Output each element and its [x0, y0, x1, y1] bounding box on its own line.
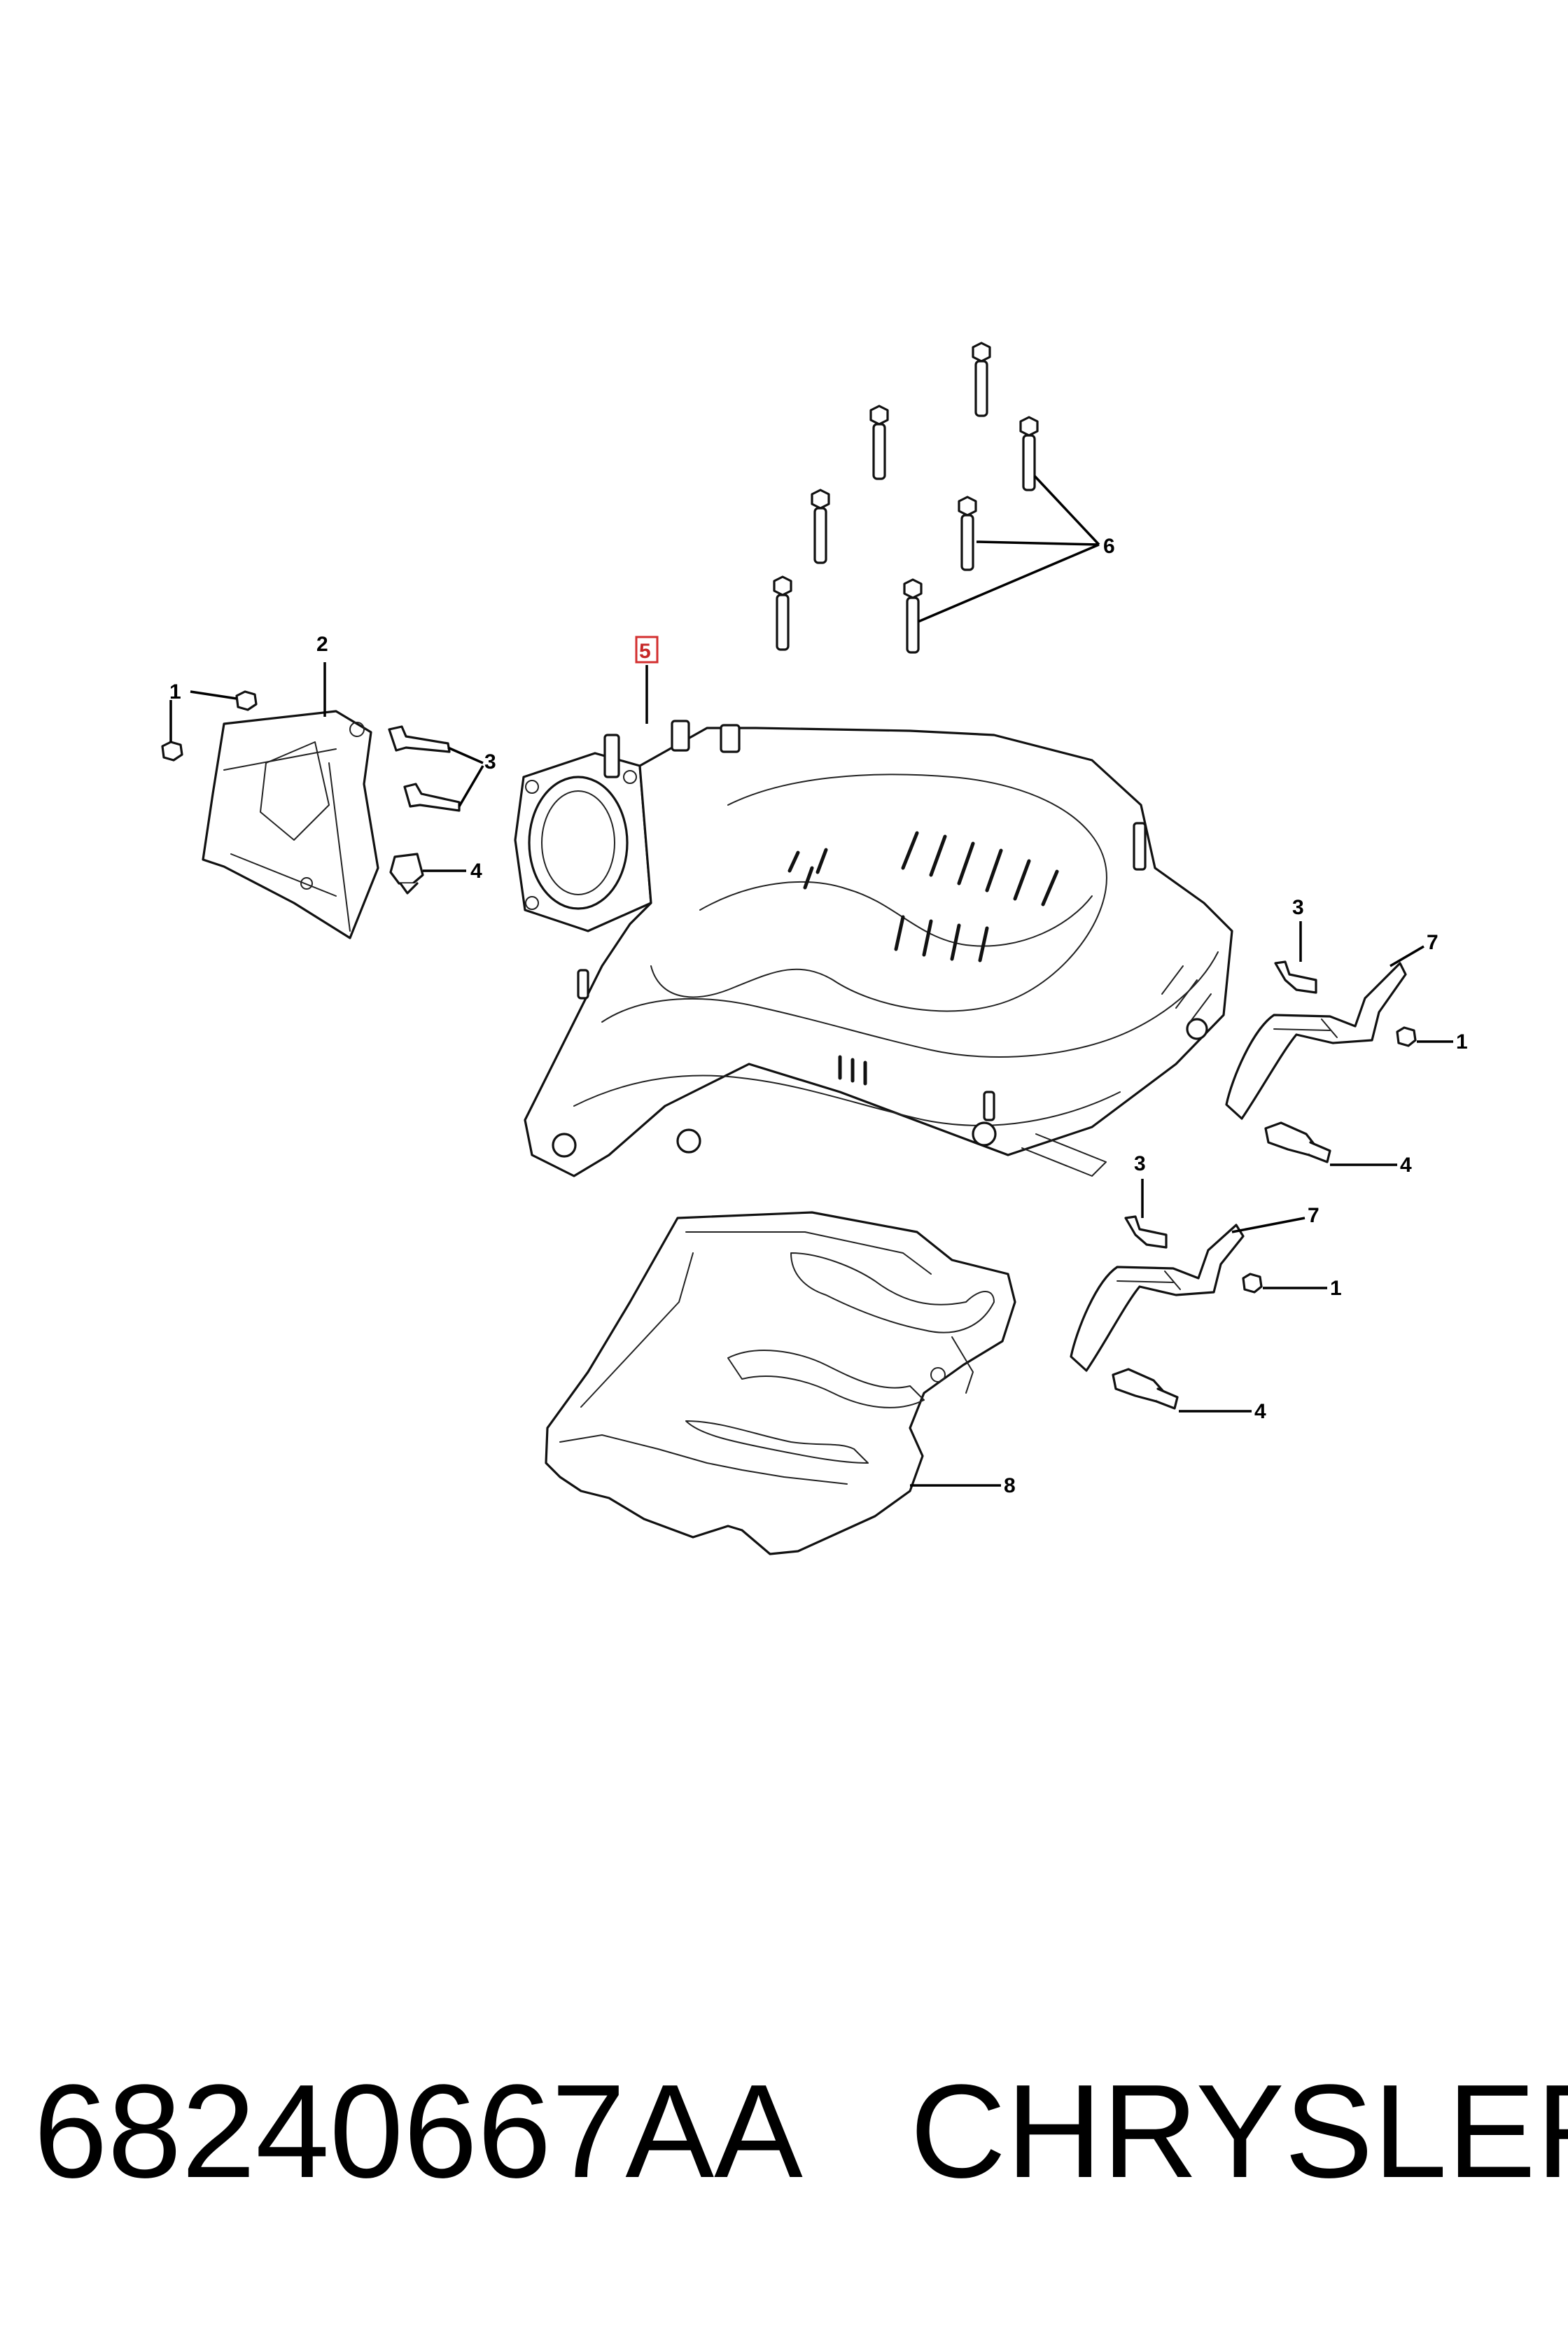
callout-7b: 7 [1308, 1204, 1320, 1227]
callout-2: 2 [316, 633, 328, 656]
bolt [811, 489, 830, 564]
stud [1274, 960, 1317, 994]
leader-7a [1390, 945, 1424, 967]
callout-8: 8 [1004, 1474, 1016, 1497]
callout-1a: 1 [169, 680, 181, 704]
callout-3c: 3 [1134, 1152, 1146, 1175]
leader-1a [169, 690, 237, 742]
callout-7a: 7 [1427, 931, 1438, 954]
leader-6 [918, 475, 1100, 623]
bolt [1019, 416, 1039, 491]
stud [1124, 1215, 1168, 1249]
heat-shield [545, 1211, 1016, 1555]
intake-manifold [514, 720, 1233, 1177]
callout-4a: 4 [470, 860, 482, 883]
nut [235, 690, 258, 711]
part-number-label: 68240667AA [34, 2057, 803, 2206]
callout-1c: 1 [1330, 1277, 1342, 1300]
mounting-bracket [1225, 962, 1407, 1120]
sensor [389, 853, 424, 895]
callout-5: 5 [639, 640, 651, 663]
nut [1242, 1273, 1263, 1294]
leader-7b [1231, 1217, 1306, 1233]
bolt [773, 575, 792, 651]
callout-3a: 3 [484, 750, 496, 774]
bolt [972, 342, 991, 417]
callout-3b: 3 [1292, 896, 1304, 919]
bolt [869, 405, 889, 480]
brand-label: CHRYSLER [910, 2057, 1568, 2206]
callout-4c: 4 [1254, 1400, 1266, 1423]
nut [1396, 1026, 1417, 1047]
stud [388, 725, 451, 753]
sensor [1112, 1368, 1179, 1410]
nut [161, 741, 183, 762]
callout-5-highlight [635, 636, 659, 664]
bolt [903, 578, 923, 654]
exploded-parts-diagram: 6 2 1 3 4 [161, 342, 1468, 1555]
bolt [958, 496, 977, 571]
support-bracket [202, 710, 379, 939]
callout-1b: 1 [1456, 1030, 1468, 1054]
leader-3a [447, 746, 484, 807]
sensor [1264, 1121, 1331, 1163]
bolt-group-6 [773, 342, 1039, 654]
callout-4b: 4 [1400, 1154, 1412, 1177]
callout-6: 6 [1103, 535, 1115, 558]
stud [403, 783, 461, 812]
